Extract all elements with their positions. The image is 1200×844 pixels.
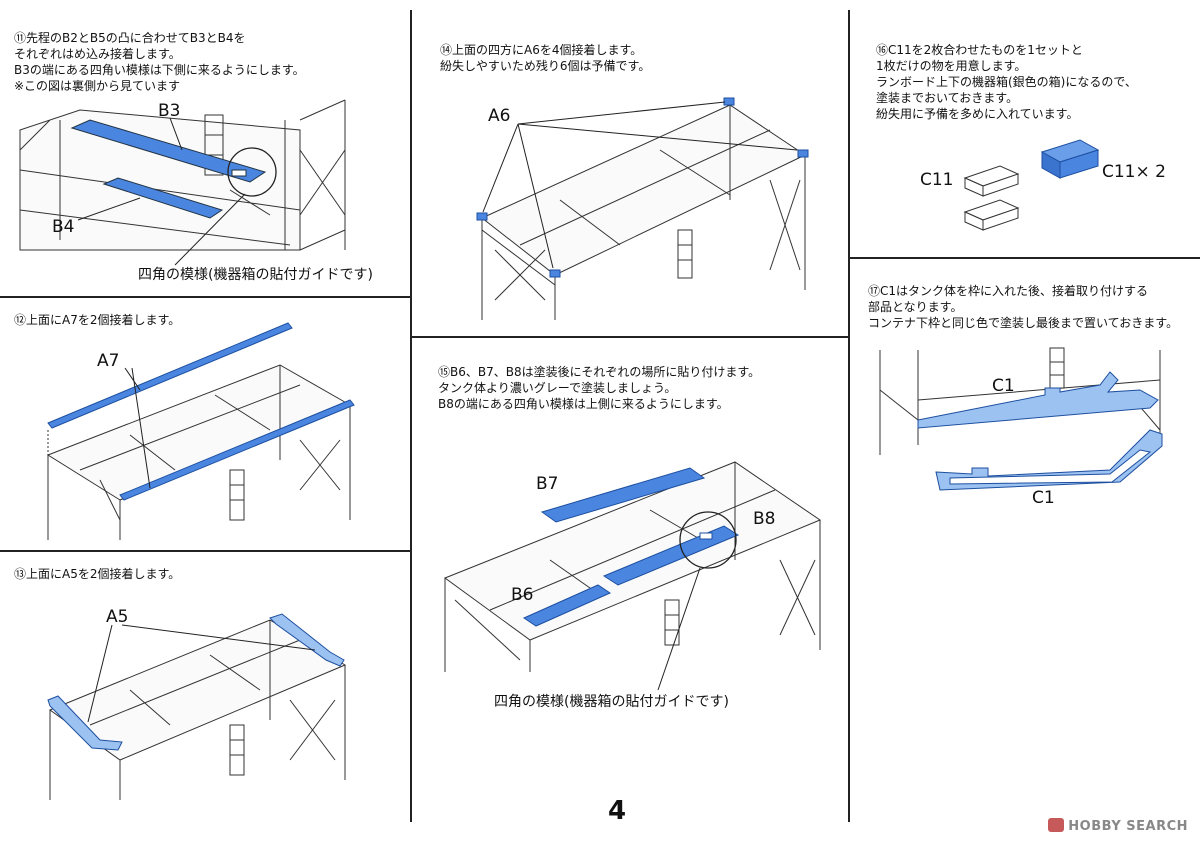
step-11-instructions: ⑪先程のB2とB5の凸に合わせてB3とB4を それぞれはめ込み接着します。 B3… <box>14 31 305 93</box>
step-14-instructions: ⑭上面の四方にA6を4個接着します。 紛失しやすいため残り6個は予備です。 <box>440 43 651 73</box>
label-b3: B3 <box>158 101 181 121</box>
step-15-callout: 四角の模様(機器箱の貼付ガイドです) <box>494 694 729 710</box>
divider-vertical-right <box>848 10 850 822</box>
part-b6 <box>522 584 612 627</box>
part-c1-installed <box>917 371 1159 429</box>
divider-left-2 <box>0 550 410 552</box>
step-12-instructions: ⑫上面にA7を2個接着します。 <box>14 313 181 327</box>
label-c1-top: C1 <box>992 376 1015 396</box>
label-b8: B8 <box>753 509 776 529</box>
hobby-search-logo-icon <box>1048 818 1065 832</box>
part-b3 <box>70 119 267 183</box>
step-17-instructions: ⑰C1はタンク体を枠に入れた後、接着取り付けする 部品となります。 コンテナ下枠… <box>868 284 1179 330</box>
callout-circle-b8 <box>679 511 737 569</box>
step-11-callout: 四角の模様(機器箱の貼付ガイドです) <box>138 267 373 283</box>
part-b7 <box>540 467 706 523</box>
label-a5: A5 <box>106 607 129 627</box>
step-13-instructions: ⑬上面にA5を2個接着します。 <box>14 567 181 581</box>
label-b4: B4 <box>52 217 75 237</box>
watermark-text: HOBBY SEARCH <box>1068 819 1188 834</box>
part-a7-front <box>119 399 355 501</box>
label-c11: C11 <box>920 170 954 190</box>
divider-right-1 <box>850 257 1200 259</box>
page-number: 4 <box>608 796 627 826</box>
part-a6-set <box>476 97 809 278</box>
callout-circle <box>227 147 277 197</box>
label-a6: A6 <box>488 106 511 126</box>
part-b4 <box>102 177 224 219</box>
label-c11x2: C11× 2 <box>1102 162 1166 182</box>
label-c1-bottom: C1 <box>1032 488 1055 508</box>
part-c11-single <box>963 165 1020 231</box>
part-a5-back <box>269 613 345 667</box>
label-b7: B7 <box>536 474 559 494</box>
part-c11-double <box>1040 139 1100 179</box>
part-a7-back <box>47 322 293 429</box>
part-b8 <box>602 525 740 586</box>
divider-middle-1 <box>412 336 848 338</box>
step-16-instructions: ⑯C11を2枚合わせたものを1セットと 1枚だけの物を用意します。 ランボード上… <box>876 43 1137 121</box>
step-15-instructions: ⑮B6、B7、B8は塗装後にそれぞれの場所に貼り付けます。 タンク体より濃いグレ… <box>438 365 761 411</box>
label-b6: B6 <box>511 585 534 605</box>
watermark: HOBBY SEARCH <box>1048 818 1188 834</box>
label-a7: A7 <box>97 351 120 371</box>
divider-vertical-left <box>410 10 412 822</box>
divider-left-1 <box>0 296 410 298</box>
part-a5-front <box>47 695 123 751</box>
